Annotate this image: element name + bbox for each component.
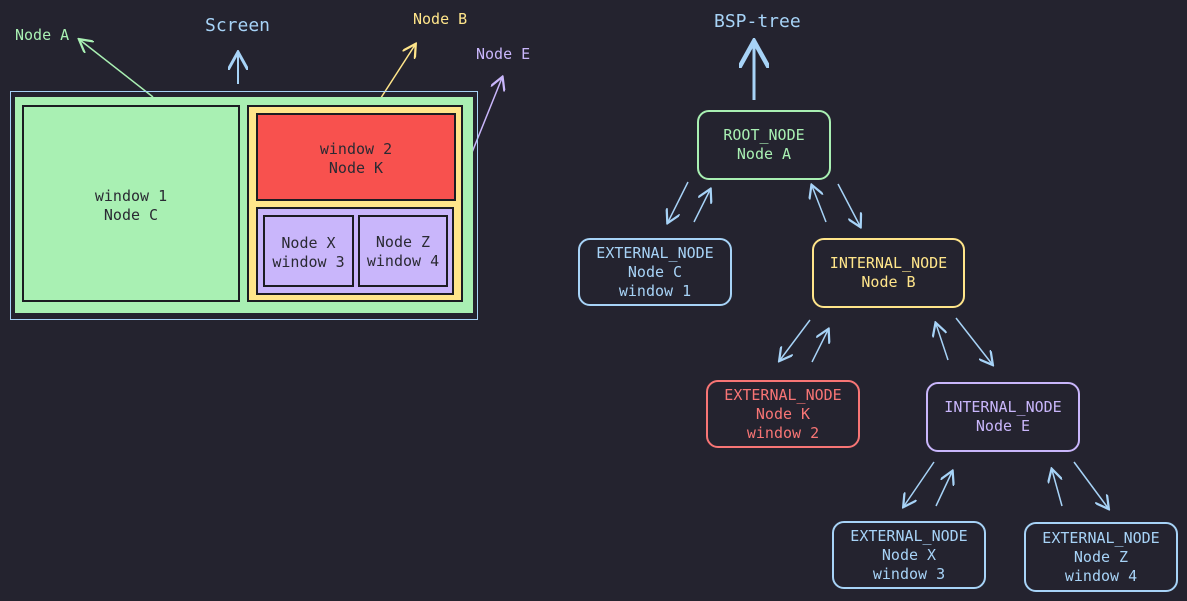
window-4-label: window 4 [366,252,440,270]
tree-node-b-name: Node B [861,273,916,291]
window-4: Node Z window 4 [358,215,448,287]
tree-node-e-name: Node E [975,417,1031,435]
tree-node-e: INTERNAL_NODE Node E [926,382,1080,452]
tree-node-k: EXTERNAL_NODE Node K window 2 [706,380,860,448]
window-1-node: Node C [103,206,159,224]
tree-node-k-name: Node K [755,404,811,423]
window-2-label: window 2 [319,140,393,158]
tree-node-e-type: INTERNAL_NODE [944,398,1062,416]
tree-node-k-window: window 2 [746,423,820,442]
window-1-label: window 1 [94,187,168,205]
tree-node-root: ROOT_NODE Node A [697,110,831,180]
tree-node-root-type: ROOT_NODE [723,126,805,144]
window-2: window 2 Node K [256,113,456,201]
arrow-node-b [376,45,415,105]
tree-node-root-name: Node A [736,145,792,163]
window-2-node: Node K [328,159,384,177]
tree-node-c-type: EXTERNAL_NODE [596,243,714,262]
tree-node-z-name: Node Z [1073,547,1129,566]
tree-node-z: EXTERNAL_NODE Node Z window 4 [1024,522,1178,592]
tree-node-c-window: window 1 [618,281,692,300]
tree-node-z-type: EXTERNAL_NODE [1042,528,1160,547]
window-1: window 1 Node C [22,105,240,302]
node-b-label: Node B [413,10,468,28]
tree-node-x-window: window 3 [872,564,946,583]
window-3-label: window 3 [272,253,345,271]
tree-node-z-window: window 4 [1064,566,1138,585]
tree-node-x-name: Node X [881,545,937,564]
tree-node-c-name: Node C [627,262,683,281]
node-a-label: Node A [15,26,70,44]
window-3: Node X window 3 [263,215,354,287]
screen-title: Screen [205,15,271,36]
screen-frame [10,91,478,320]
window-3-node: Node X [281,234,336,252]
tree-node-x-type: EXTERNAL_NODE [850,526,968,545]
window-4-node: Node Z [375,233,431,251]
bsp-tree-title: BSP-tree [714,11,801,32]
tree-node-c: EXTERNAL_NODE Node C window 1 [578,238,732,306]
arrow-node-a [80,40,154,98]
tree-node-k-type: EXTERNAL_NODE [724,385,842,404]
tree-node-x: EXTERNAL_NODE Node X window 3 [832,521,986,589]
node-e-label: Node E [476,45,531,63]
tree-node-b-type: INTERNAL_NODE [829,254,948,272]
tree-node-b: INTERNAL_NODE Node B [812,238,965,308]
